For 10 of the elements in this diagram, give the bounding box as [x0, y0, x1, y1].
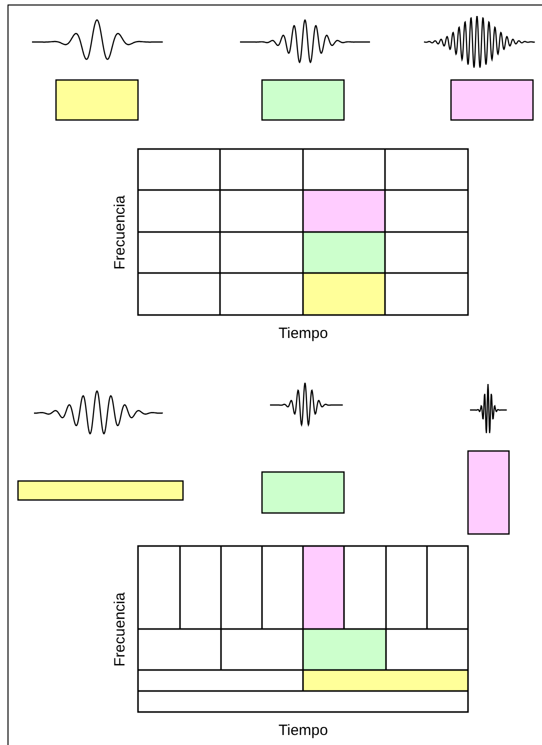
tile-block	[467, 450, 510, 535]
tile-block	[55, 79, 139, 121]
tile-block	[17, 480, 184, 501]
axis-label: Tiempo	[278, 326, 328, 340]
axis-label: Frecuencia	[112, 194, 128, 270]
axis-label: Tiempo	[278, 722, 328, 738]
tile-block	[450, 79, 534, 121]
axis-label: Frecuencia	[112, 592, 128, 666]
tile-block	[261, 471, 345, 514]
tile-block	[261, 79, 345, 121]
